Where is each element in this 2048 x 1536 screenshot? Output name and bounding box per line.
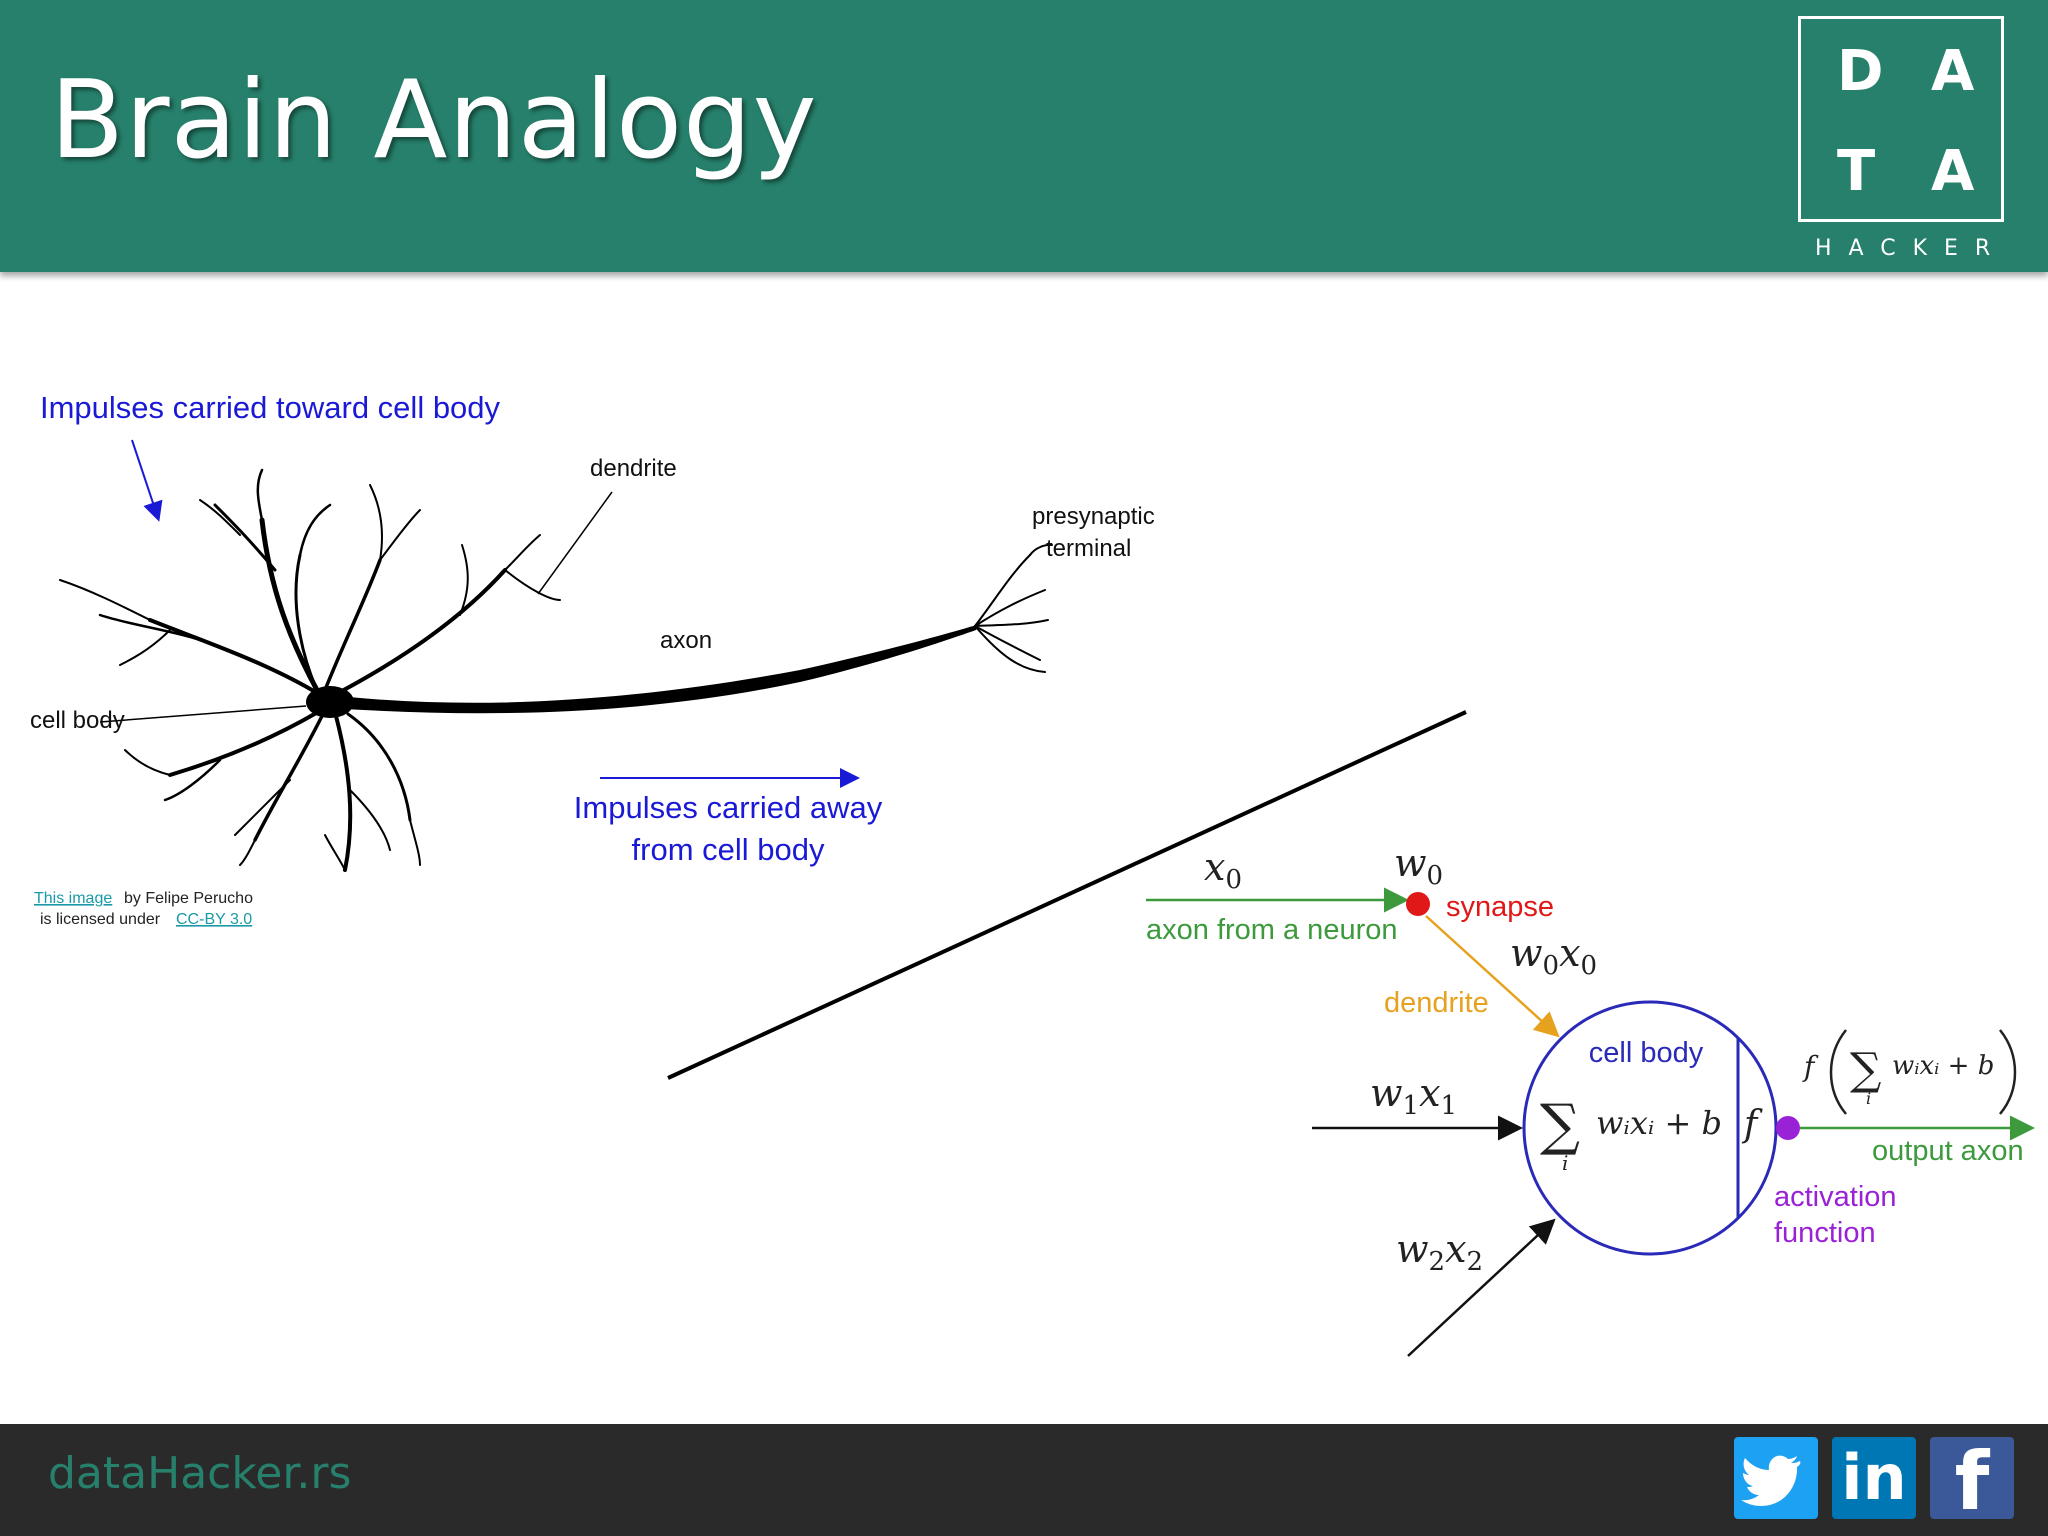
cell-body-math-label: cell body: [1589, 1037, 1704, 1069]
output-sum-symbol: ∑: [1850, 1044, 1881, 1095]
dendrite-label: dendrite: [590, 455, 677, 482]
cell-body-label: cell body: [30, 707, 125, 734]
cell-body-leader: [99, 705, 307, 723]
impulses-toward-label: Impulses carried toward cell body: [40, 390, 501, 425]
w1x1-label: w1x1: [1370, 1071, 1457, 1121]
credit-image-link[interactable]: This image: [34, 890, 112, 907]
biological-neuron: Impulses carried toward cell body dendri…: [30, 390, 1155, 928]
dendrite-branches: [59, 468, 561, 872]
sum-symbol: ∑: [1540, 1093, 1580, 1158]
axon-from-neuron-label: axon from a neuron: [1146, 914, 1397, 946]
output-sum-index: i: [1866, 1089, 1871, 1108]
synapse-dot: [1406, 892, 1430, 916]
activation-label-line1: activation: [1774, 1181, 1897, 1213]
presynaptic-label-line1: presynaptic: [1032, 503, 1155, 530]
credit-license-link[interactable]: CC-BY 3.0: [176, 911, 252, 928]
activation-dot: [1776, 1116, 1800, 1140]
w2x2-arrow: [1407, 1218, 1556, 1357]
footer-bar: [0, 1424, 2048, 1536]
sum-expression: wᵢxᵢ + b: [1596, 1104, 1722, 1142]
output-axon-label: output axon: [1872, 1135, 2024, 1167]
axon-shape: [330, 624, 980, 714]
activation-f: f: [1741, 1104, 1763, 1145]
dendrite-leader: [537, 491, 613, 595]
logo-letter-t: T: [1837, 139, 1876, 204]
logo-letter-a2: A: [1931, 139, 1975, 204]
facebook-glyph: f: [1954, 1435, 1990, 1528]
mathematical-neuron: x0 w0 axon from a neuron synapse w0x0 de…: [1146, 841, 2035, 1357]
output-f: f: [1802, 1050, 1819, 1083]
presynaptic-branches: [974, 543, 1053, 673]
facebook-icon[interactable]: f: [1930, 1437, 2014, 1523]
impulses-away-line1: Impulses carried away: [574, 790, 883, 825]
page-title: Brain Analogy: [50, 58, 818, 183]
output-paren-right: [1999, 1029, 2017, 1115]
logo-subtitle: HACKER: [1815, 236, 2008, 261]
brain-analogy-diagram: Impulses carried toward cell body dendri…: [30, 390, 2035, 1357]
output-paren-left: [1829, 1029, 1847, 1115]
twitter-bird-icon: [1741, 1455, 1801, 1506]
dendrite-math-label: dendrite: [1384, 987, 1489, 1019]
axon-label: axon: [660, 627, 712, 654]
logo-letter-d: D: [1837, 39, 1884, 104]
diagonal-separator: [667, 710, 1467, 1080]
linkedin-glyph: in: [1841, 1441, 1907, 1514]
w2x2-label: w2x2: [1396, 1227, 1483, 1277]
activation-label-line2: function: [1774, 1217, 1876, 1249]
w0x0-label: w0x0: [1510, 931, 1597, 981]
sum-index: i: [1562, 1151, 1568, 1175]
x0-label: x0: [1204, 845, 1242, 895]
logo-letter-a1: A: [1931, 39, 1975, 104]
twitter-icon[interactable]: [1734, 1437, 1818, 1519]
w0-label: w0: [1394, 841, 1443, 891]
linkedin-icon[interactable]: in: [1832, 1437, 1916, 1519]
synapse-label: synapse: [1446, 891, 1554, 923]
credit-licensed: is licensed under: [40, 911, 161, 928]
output-expression: wᵢxᵢ + b: [1892, 1051, 1994, 1081]
impulses-away-line2: from cell body: [632, 832, 825, 867]
header-bar: [0, 0, 2048, 272]
data-hacker-logo: D A T A: [1798, 16, 2004, 222]
presynaptic-label-line2: terminal: [1046, 535, 1131, 562]
site-name[interactable]: dataHacker.rs: [48, 1448, 352, 1499]
toward-arrow: [131, 439, 163, 522]
credit-author: by Felipe Perucho: [124, 890, 253, 907]
dendrite-arrow: [1425, 915, 1560, 1038]
